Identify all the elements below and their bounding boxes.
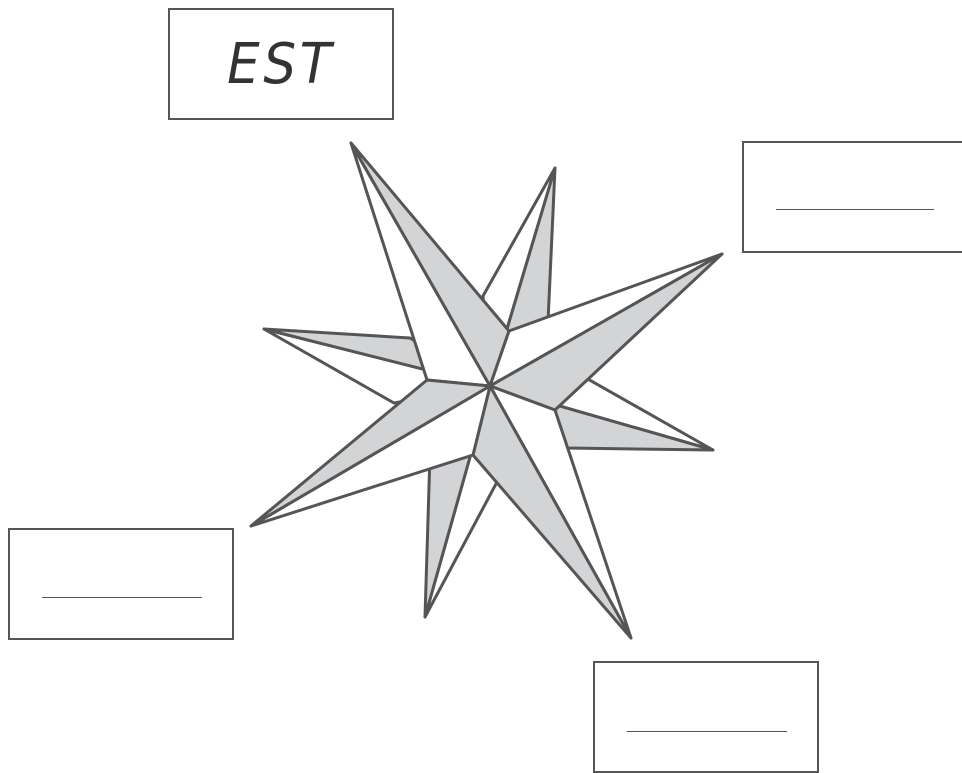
direction-answer-box-bottom[interactable] [593, 661, 819, 773]
direction-label-text: EST [179, 10, 383, 118]
answer-line [42, 597, 202, 598]
answer-line [627, 731, 787, 732]
direction-label-box-top: EST [168, 8, 394, 120]
primary-points [251, 143, 722, 638]
answer-line [776, 209, 934, 210]
direction-answer-box-left[interactable] [8, 528, 234, 640]
direction-answer-box-right[interactable] [742, 141, 962, 253]
